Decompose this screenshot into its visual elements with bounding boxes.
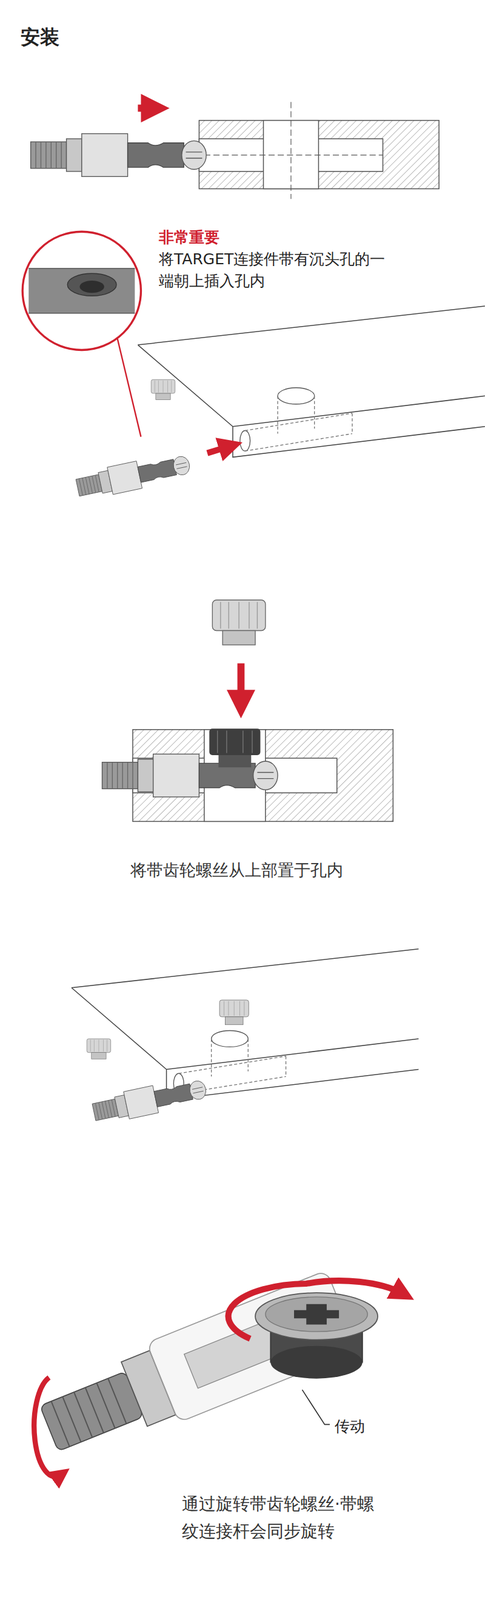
cam-insert-view: [101, 600, 393, 822]
section-view: [30, 101, 439, 199]
step-caption: 将带齿轮螺丝从上部置于孔内: [84, 859, 388, 881]
insert-view: [22, 231, 485, 502]
part-label: 传动: [334, 1417, 408, 1438]
warning-heading: 非常重要: [158, 227, 390, 248]
assembled-view: [71, 949, 419, 1127]
step-caption: 通过旋转带齿轮螺丝·带螺纹连接杆会同步旋转: [181, 1491, 382, 1546]
instruction-note: 将TARGET连接件带有沉头孔的一端朝上插入孔内: [158, 248, 390, 293]
rotation-view: [32, 1270, 404, 1477]
title: 安装: [20, 24, 60, 51]
